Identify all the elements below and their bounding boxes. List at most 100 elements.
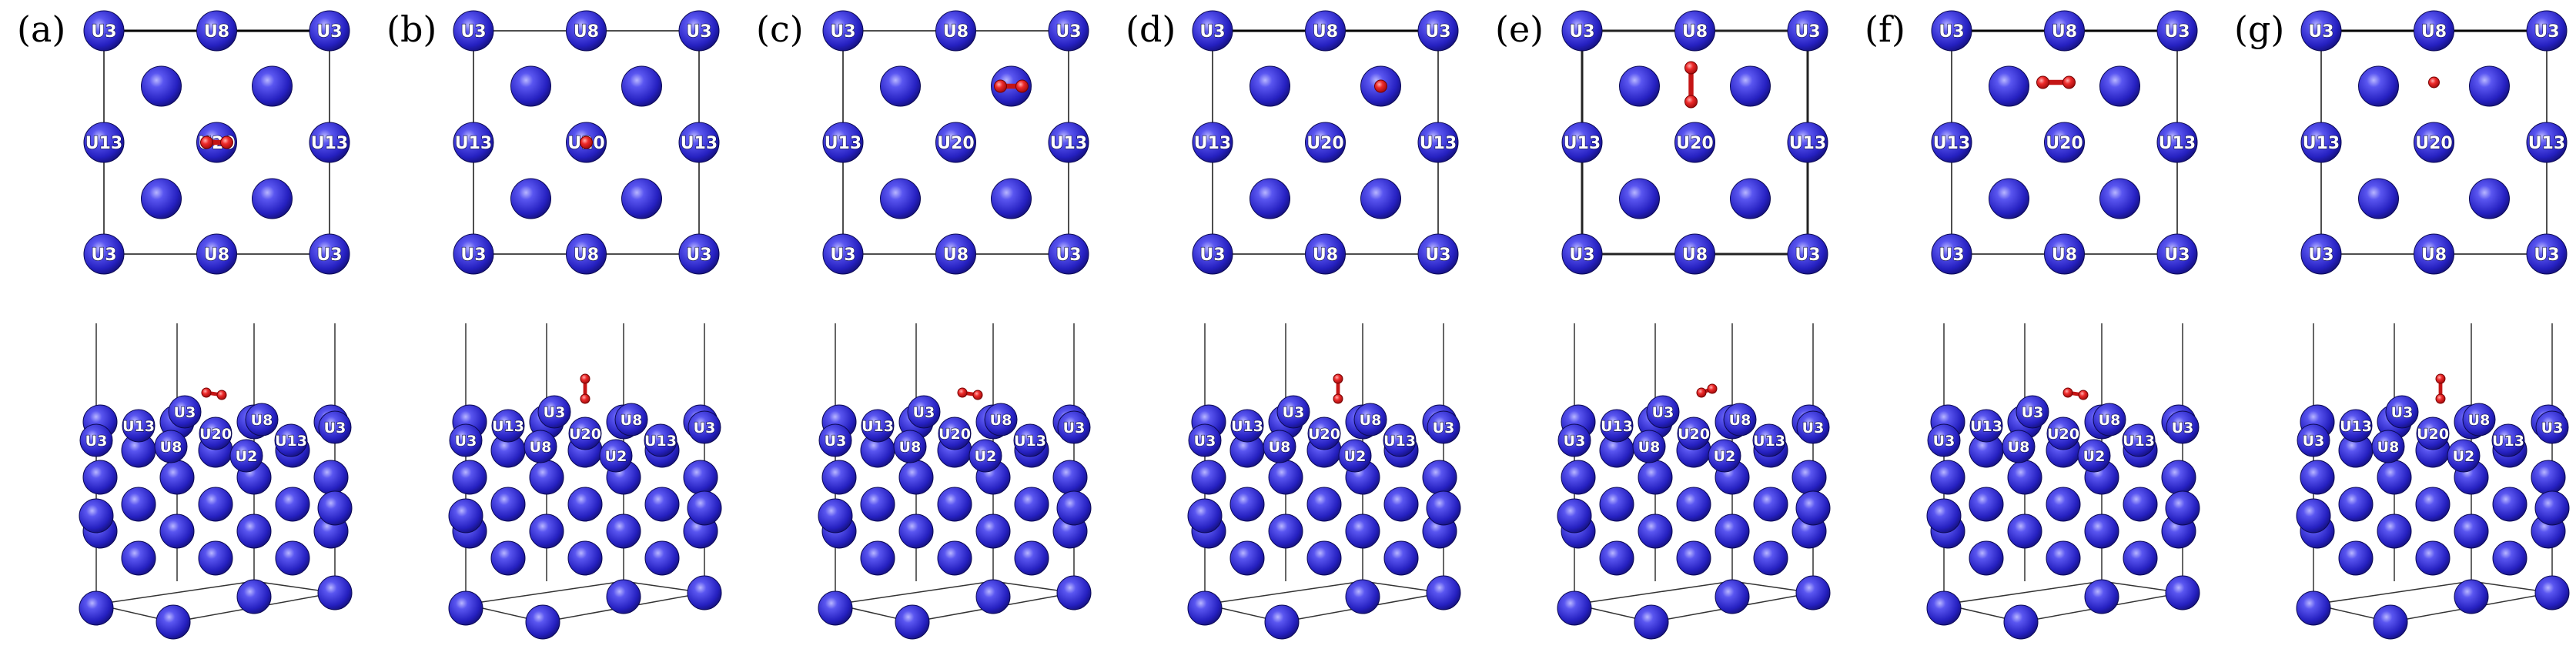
uranium-atom [2454,579,2489,614]
uranium-atom [121,540,156,576]
uranium-atom [1229,540,1265,576]
uranium-atom [2300,10,2342,52]
uranium-atom [453,122,494,163]
uranium-atom [510,65,551,107]
uranium-atom [2492,540,2527,576]
uranium-atom [2535,410,2569,444]
uranium-atom [448,498,483,534]
uranium-atom [1638,513,1673,549]
uranium-atom [2534,490,2570,526]
oxygen-atom [2435,373,2446,384]
atom-label: U3 [2164,246,2190,265]
uranium-atom [2414,233,2454,275]
oxygen-atom [201,387,212,398]
uranium-atom [2166,410,2200,444]
uranium-atom [524,430,557,463]
uranium-atom [860,487,895,522]
atom-label: U3 [460,246,486,265]
oxygen-atom [1684,95,1698,109]
atom-label: U3 [460,22,486,42]
atom-label: U13 [1789,134,1826,153]
uranium-atom [1192,122,1233,163]
uranium-atom [1619,178,1660,219]
uranium-atom [2156,10,2198,52]
atom-label: U3 [1199,246,1225,265]
uranium-atom [156,604,191,640]
uranium-atom [1268,513,1303,549]
uranium-atom [2469,65,2510,107]
atom-label: U8 [1269,439,1291,456]
atom-label: U8 [204,22,229,42]
uranium-atom [2161,460,2196,495]
atom-label: U3 [2164,22,2190,42]
uranium-atom [1599,540,1634,576]
uranium-atom [880,65,921,107]
uranium-atom [2373,604,2408,640]
uranium-atom [1264,604,1300,640]
uranium-atom [252,178,293,219]
uranium-atom [1927,423,1961,457]
uranium-atom [2044,122,2085,163]
uranium-atom [818,498,853,534]
uranium-atom [1989,178,2029,219]
uranium-atom [2300,233,2342,275]
uranium-atom [2415,540,2451,576]
uranium-atom [1306,540,1342,576]
uranium-atom [83,233,125,275]
atom-label: U13 [2123,433,2155,450]
uranium-atom [2416,416,2450,450]
uranium-atom [568,416,602,450]
uranium-atom [1926,590,1962,626]
uranium-atom [1787,233,1828,275]
uranium-atom [83,122,125,163]
atom-label: U8 [1682,246,1708,265]
uranium-atom [935,122,976,163]
oxygen-atom [957,387,968,398]
uranium-atom [1417,233,1459,275]
uranium-atom [1305,233,1346,275]
atom-label: U3 [686,246,711,265]
uranium-atom [2491,423,2525,457]
uranium-atom [621,65,662,107]
atom-label: U3 [455,433,477,450]
uranium-atom [529,460,564,495]
uranium-atom [510,178,551,219]
uranium-atom [678,10,720,52]
oxygen-atom [994,79,1007,93]
atom-label: U13 [2528,134,2565,153]
uranium-atom [1057,410,1091,444]
atom-label: U3 [324,420,346,437]
uranium-atom [1638,460,1673,495]
atom-label: U20 [1308,426,1340,443]
uranium-atom [1969,487,2004,522]
uranium-atom [236,579,272,614]
uranium-atom [2007,513,2042,549]
uranium-atom [2099,178,2140,219]
uranium-atom [2123,487,2158,522]
panel-label: (e) [1495,8,1544,50]
atom-label: U8 [574,246,599,265]
atom-label: U2 [975,448,997,465]
uranium-atom [2339,409,2373,443]
atom-label: U3 [2172,420,2194,437]
atom-label: U3 [91,22,116,42]
oxygen-atom [1333,373,1343,384]
uranium-atom [275,540,310,576]
atom-label: U3 [1194,433,1216,450]
uranium-atom [490,540,526,576]
uranium-atom [2377,513,2412,549]
atom-label: U8 [530,439,552,456]
uranium-atom [1056,490,1092,526]
uranium-atom [1795,490,1831,526]
uranium-atom [122,409,156,443]
uranium-atom [2531,460,2566,495]
uranium-atom [1561,122,1603,163]
uranium-atom [2046,540,2081,576]
atom-label: U13 [311,134,348,153]
atom-label: U20 [569,426,601,443]
uranium-atom [1969,409,2003,443]
